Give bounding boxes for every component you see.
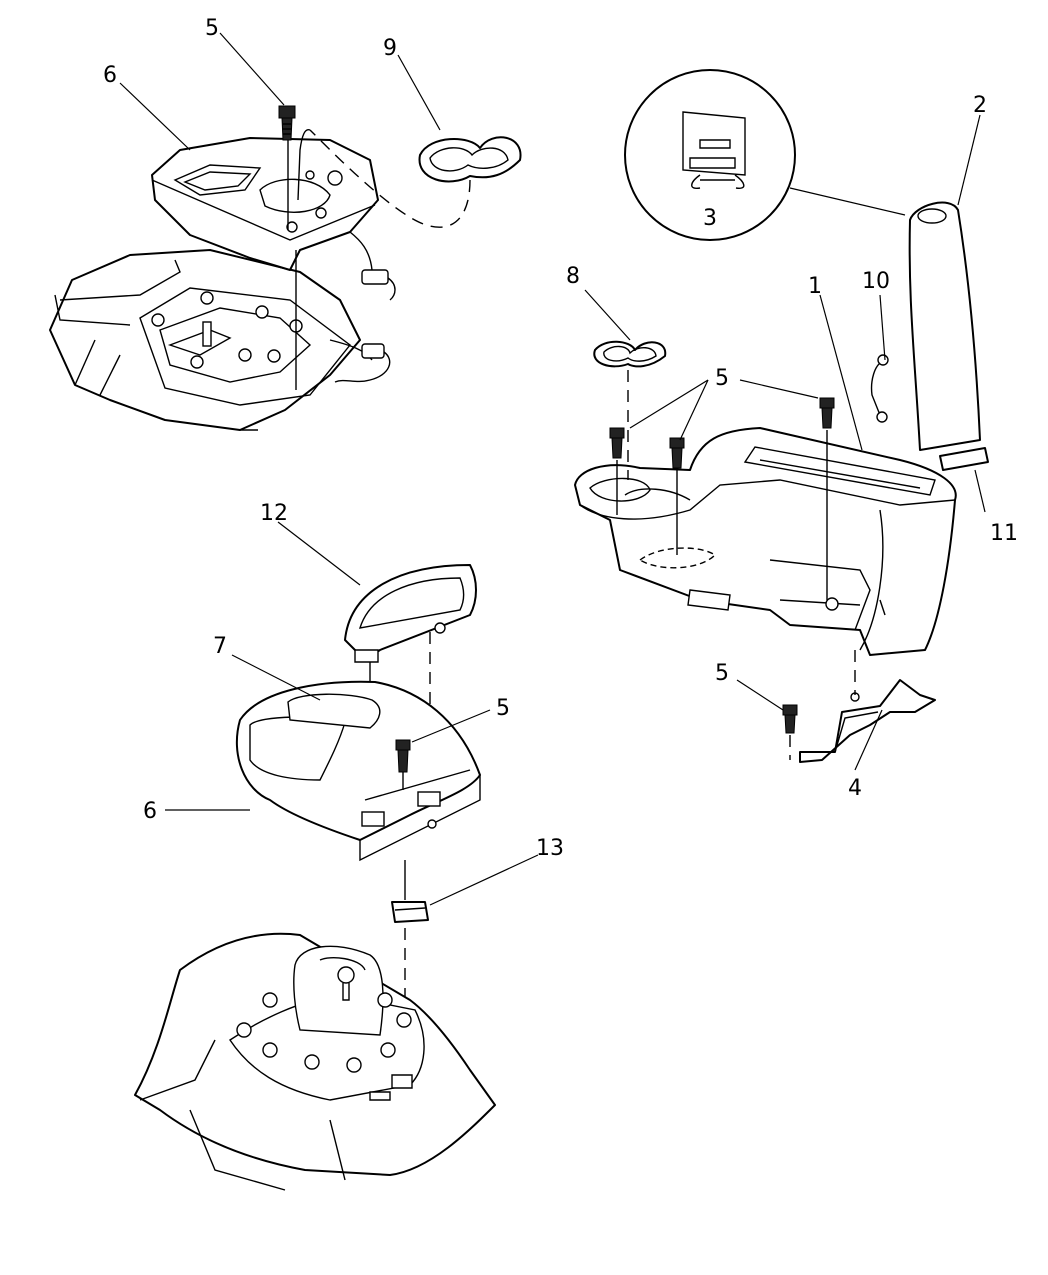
trim-ring-12 (344, 564, 477, 663)
callout-2: 2 (973, 93, 987, 118)
bolt-top (278, 105, 296, 141)
floor-tunnel-bottom-assembly (134, 932, 496, 1191)
callout-6-top: 6 (103, 63, 117, 88)
shifter-bezel-6 (235, 680, 481, 862)
clip-13 (391, 901, 429, 923)
cup-holder-insert-right (593, 340, 667, 368)
callout-5-top: 5 (205, 16, 219, 41)
floor-console-main (574, 427, 957, 656)
callout-1: 1 (808, 274, 822, 299)
callout-5-right-group: 5 (715, 366, 729, 391)
bolt-right-3 (819, 397, 835, 429)
callout-5-mid: 5 (496, 696, 510, 721)
callout-8: 8 (566, 264, 580, 289)
callout-3: 3 (703, 206, 717, 231)
callout-9: 9 (383, 36, 397, 61)
callout-5-bracket: 5 (715, 661, 729, 686)
latch-cable-10 (870, 354, 889, 423)
armrest-lid (908, 201, 981, 451)
callout-11: 11 (990, 521, 1018, 546)
console-bracket (799, 679, 936, 763)
callout-6-mid: 6 (143, 799, 157, 824)
cup-holder-insert-top (418, 136, 522, 183)
console-bezel-top (151, 137, 396, 301)
bolt-mid (395, 739, 411, 773)
floor-tunnel-top-assembly (49, 249, 391, 431)
callout-7: 7 (213, 634, 227, 659)
callout-4: 4 (848, 776, 862, 801)
callout-10: 10 (862, 269, 890, 294)
lid-pad-11 (939, 447, 989, 471)
detail-inset-circle (624, 69, 796, 241)
callout-13: 13 (536, 836, 564, 861)
bolt-right-1 (609, 427, 625, 459)
callout-12: 12 (260, 501, 288, 526)
bolt-right-2 (669, 437, 685, 469)
bolt-bracket (782, 704, 798, 734)
